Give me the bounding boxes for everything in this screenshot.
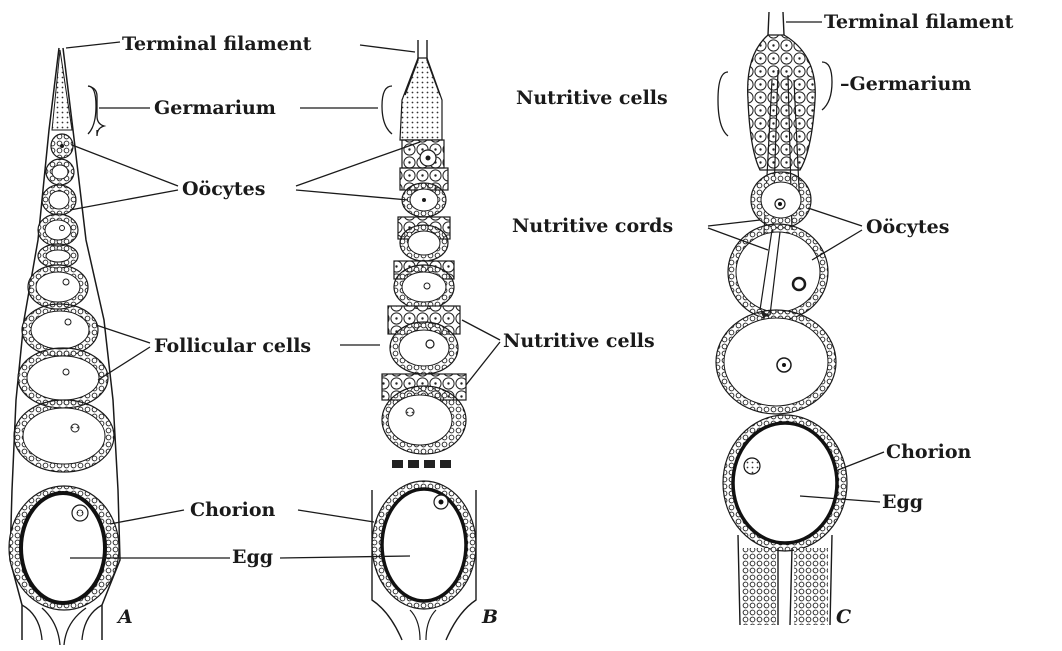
label-oocytes-ab: Oöcytes [182,178,265,200]
label-terminal-filament-c: Terminal filament [824,11,1014,33]
panel-label-c: C [836,606,851,628]
egg-b [372,481,476,640]
panel-label-a: A [116,606,133,628]
label-chorion-c: Chorion [886,441,972,463]
label-follicular-cells: Follicular cells [154,335,311,357]
nurse-stack-b [382,140,466,468]
label-chorion-ab: Chorion [190,499,276,521]
label-germarium-c: –Germarium [840,73,971,95]
ovariole-a [9,48,120,645]
label-oocytes-c: Oöcytes [866,216,949,238]
label-germarium-ab: Germarium [154,97,276,119]
label-nutritive-cells-b: Nutritive cells [503,330,655,352]
label-egg-c: Egg [882,491,923,513]
egg-c [723,415,847,551]
label-terminal-filament-ab: Terminal filament [122,33,312,55]
panel-label-b: B [481,606,498,628]
labels: Terminal filament Germarium Oöcytes Foll… [116,11,1014,628]
label-nutritive-cords: Nutritive cords [512,215,673,237]
label-egg-ab: Egg [232,546,273,568]
follicles-a [14,134,114,472]
label-nutritive-cells-c: Nutritive cells [516,87,668,109]
egg-a [9,486,119,610]
